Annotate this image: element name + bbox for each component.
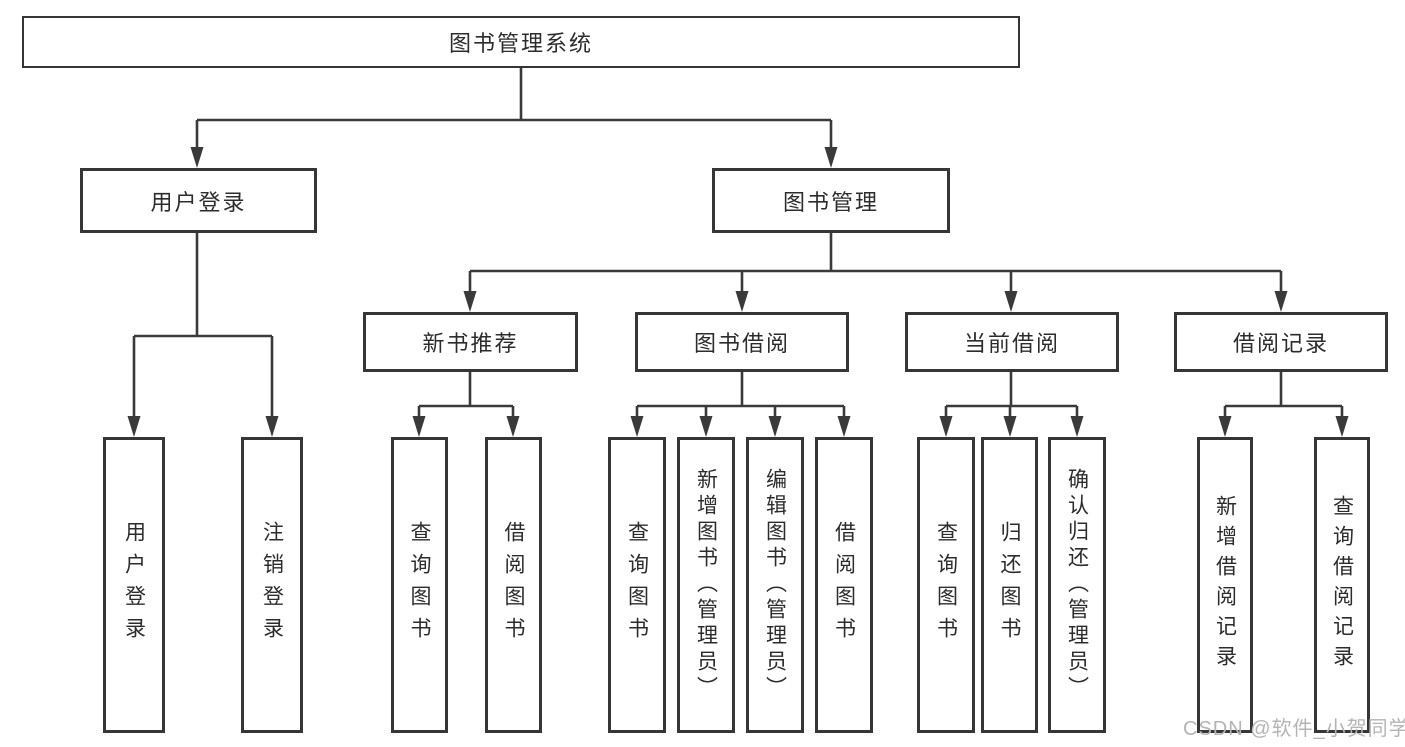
node-label: 图书管理 [782,189,879,215]
node-label: 确认归还（管理员） [1065,468,1089,702]
leaf-borrow-books-borrow: 借阅图书 [815,437,873,733]
node-label: 借阅图书 [502,521,525,649]
node-label: 新书推荐 [422,331,519,356]
leaf-edit-book-admin: 编辑图书（管理员） [746,437,804,733]
node-new-book-recommend: 新书推荐 [363,312,578,372]
node-current-borrow: 当前借阅 [905,312,1119,372]
node-borrow-records: 借阅记录 [1174,312,1388,372]
node-label: 归还图书 [998,521,1021,649]
node-label: 查询图书 [625,521,649,649]
node-label: 用户登录 [122,521,146,649]
node-label: 注销登录 [260,521,284,649]
leaf-logout: 注销登录 [241,437,303,733]
leaf-add-borrow-record: 新增借阅记录 [1197,437,1253,733]
node-label: 查询图书 [934,521,958,649]
node-label: 查询图书 [408,521,431,649]
node-label: 图书借阅 [693,331,790,356]
node-library-system: 图书管理系统 [22,16,1020,68]
node-book-borrow: 图书借阅 [635,312,849,372]
node-label: 用户登录 [150,189,247,215]
node-label: 借阅图书 [832,521,856,649]
node-label: 当前借阅 [963,331,1060,356]
node-label: 借阅记录 [1232,331,1329,356]
arrowheads [127,120,1349,437]
leaf-user-login: 用户登录 [103,437,165,733]
node-user-login: 用户登录 [80,168,317,233]
leaf-add-book-admin: 新增图书（管理员） [677,437,735,733]
leaf-query-borrow-record: 查询借阅记录 [1314,437,1370,733]
node-label: 图书管理系统 [448,31,593,56]
connector-path [134,68,1342,408]
leaf-return-book: 归还图书 [981,437,1038,733]
leaf-query-books-current: 查询图书 [917,437,975,733]
leaf-query-books-borrow: 查询图书 [608,437,666,733]
node-label: 新增图书（管理员） [694,468,718,702]
leaf-query-books-newbook: 查询图书 [391,437,448,733]
leaf-confirm-return-admin: 确认归还（管理员） [1048,437,1106,733]
watermark: CSDN @软件_小贺同学 [1183,718,1405,740]
node-book-management: 图书管理 [712,168,950,233]
node-label: 查询借阅记录 [1330,495,1354,675]
leaf-borrow-books-newbook: 借阅图书 [485,437,542,733]
node-label: 编辑图书（管理员） [763,468,787,702]
node-label: 新增借阅记录 [1213,495,1237,675]
